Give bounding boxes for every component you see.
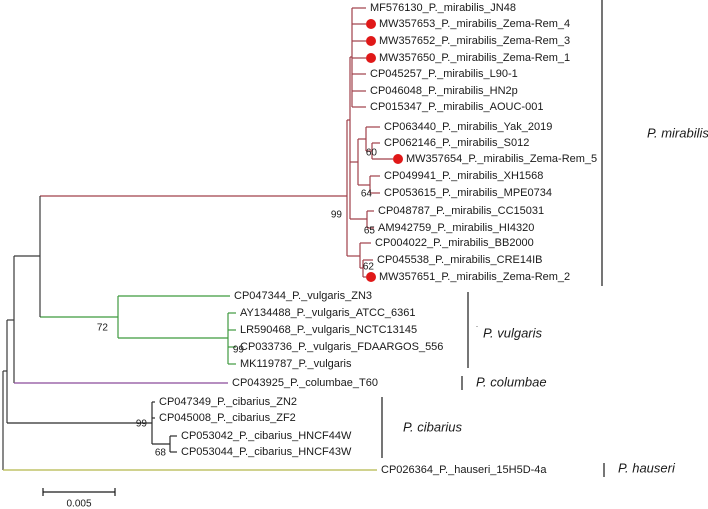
clade-label-vulgaris: P. vulgaris bbox=[483, 325, 543, 340]
leaf-label: MK119787_P._vulgaris bbox=[240, 358, 352, 370]
leaf-label: CP046048_P._mirabilis_HN2p bbox=[370, 85, 518, 97]
leaf-label: CP004022_P._mirabilis_BB2000 bbox=[375, 237, 534, 249]
sample-marker-dot bbox=[366, 53, 376, 63]
scale-bar-label: 0.005 bbox=[66, 499, 91, 509]
leaf-label: AM942759_P._mirabilis_HI4320 bbox=[378, 222, 534, 234]
leaf-label: CP045008_P._cibarius_ZF2 bbox=[159, 412, 296, 424]
bootstrap-value: 65 bbox=[364, 226, 376, 237]
leaf-label: CP033736_P._vulgaris_FDAARGOS_556 bbox=[240, 341, 443, 353]
bootstrap-value: 68 bbox=[155, 448, 167, 459]
bootstrap-value: 60 bbox=[366, 148, 378, 159]
leaf-label: CP026364_P._hauseri_15H5D-4a bbox=[381, 464, 547, 476]
leaf-label: CP053042_P._cibarius_HNCF44W bbox=[181, 430, 352, 442]
leaf-label: CP045538_P._mirabilis_CRE14IB bbox=[377, 254, 543, 266]
sample-marker-dot bbox=[366, 19, 376, 29]
sample-marker-dot bbox=[393, 154, 403, 164]
clade-label-hauseri: P. hauseri bbox=[618, 460, 676, 475]
bootstrap-value: 99 bbox=[331, 210, 343, 221]
leaf-label: CP053615_P._mirabilis_MPE0734 bbox=[384, 187, 552, 199]
leaf-label: CP043925_P._columbae_T60 bbox=[232, 377, 378, 389]
leaf-label: CP047344_P._vulgaris_ZN3 bbox=[234, 290, 372, 302]
leaf-label: CP053044_P._cibarius_HNCF43W bbox=[181, 446, 352, 458]
leaf-label: CP048787_P._mirabilis_CC15031 bbox=[378, 205, 544, 217]
leaf-label: MW357653_P._mirabilis_Zema-Rem_4 bbox=[379, 18, 570, 30]
leaf-label: CP045257_P._mirabilis_L90-1 bbox=[370, 68, 518, 80]
bootstrap-value: 72 bbox=[97, 323, 109, 334]
bootstrap-value: 64 bbox=[361, 189, 373, 200]
clade-label-mirabilis: P. mirabilis bbox=[647, 125, 708, 140]
sample-marker-dot bbox=[366, 36, 376, 46]
leaf-label: MW357651_P._mirabilis_Zema-Rem_2 bbox=[379, 271, 570, 283]
bootstrap-value: 99 bbox=[136, 419, 148, 430]
bootstrap-value: 99 bbox=[233, 345, 245, 356]
leaf-label: LR590468_P._vulgaris_NCTC13145 bbox=[240, 324, 417, 336]
leaf-label: CP047349_P._cibarius_ZN2 bbox=[159, 396, 297, 408]
leaf-label: MW357650_P._mirabilis_Zema-Rem_1 bbox=[379, 52, 570, 64]
clade-label-columbae: P. columbae bbox=[476, 374, 547, 389]
leaf-label: AY134488_P._vulgaris_ATCC_6361 bbox=[240, 307, 416, 319]
sample-marker-dot bbox=[366, 272, 376, 282]
leaf-label: CP062146_P._mirabilis_S012 bbox=[384, 137, 529, 149]
leaf-label: CP063440_P._mirabilis_Yak_2019 bbox=[384, 121, 552, 133]
leaf-label: CP015347_P._mirabilis_AOUC-001 bbox=[370, 101, 543, 113]
clade-label-cibarius: P. cibarius bbox=[403, 419, 463, 434]
leaf-label: MF576130_P._mirabilis_JN48 bbox=[370, 2, 516, 14]
leaf-label: MW357652_P._mirabilis_Zema-Rem_3 bbox=[379, 35, 570, 47]
bootstrap-value: 62 bbox=[363, 262, 375, 273]
leaf-label: CP049941_P._mirabilis_XH1568 bbox=[384, 170, 543, 182]
leaf-label: MW357654_P._mirabilis_Zema-Rem_5 bbox=[406, 153, 597, 165]
